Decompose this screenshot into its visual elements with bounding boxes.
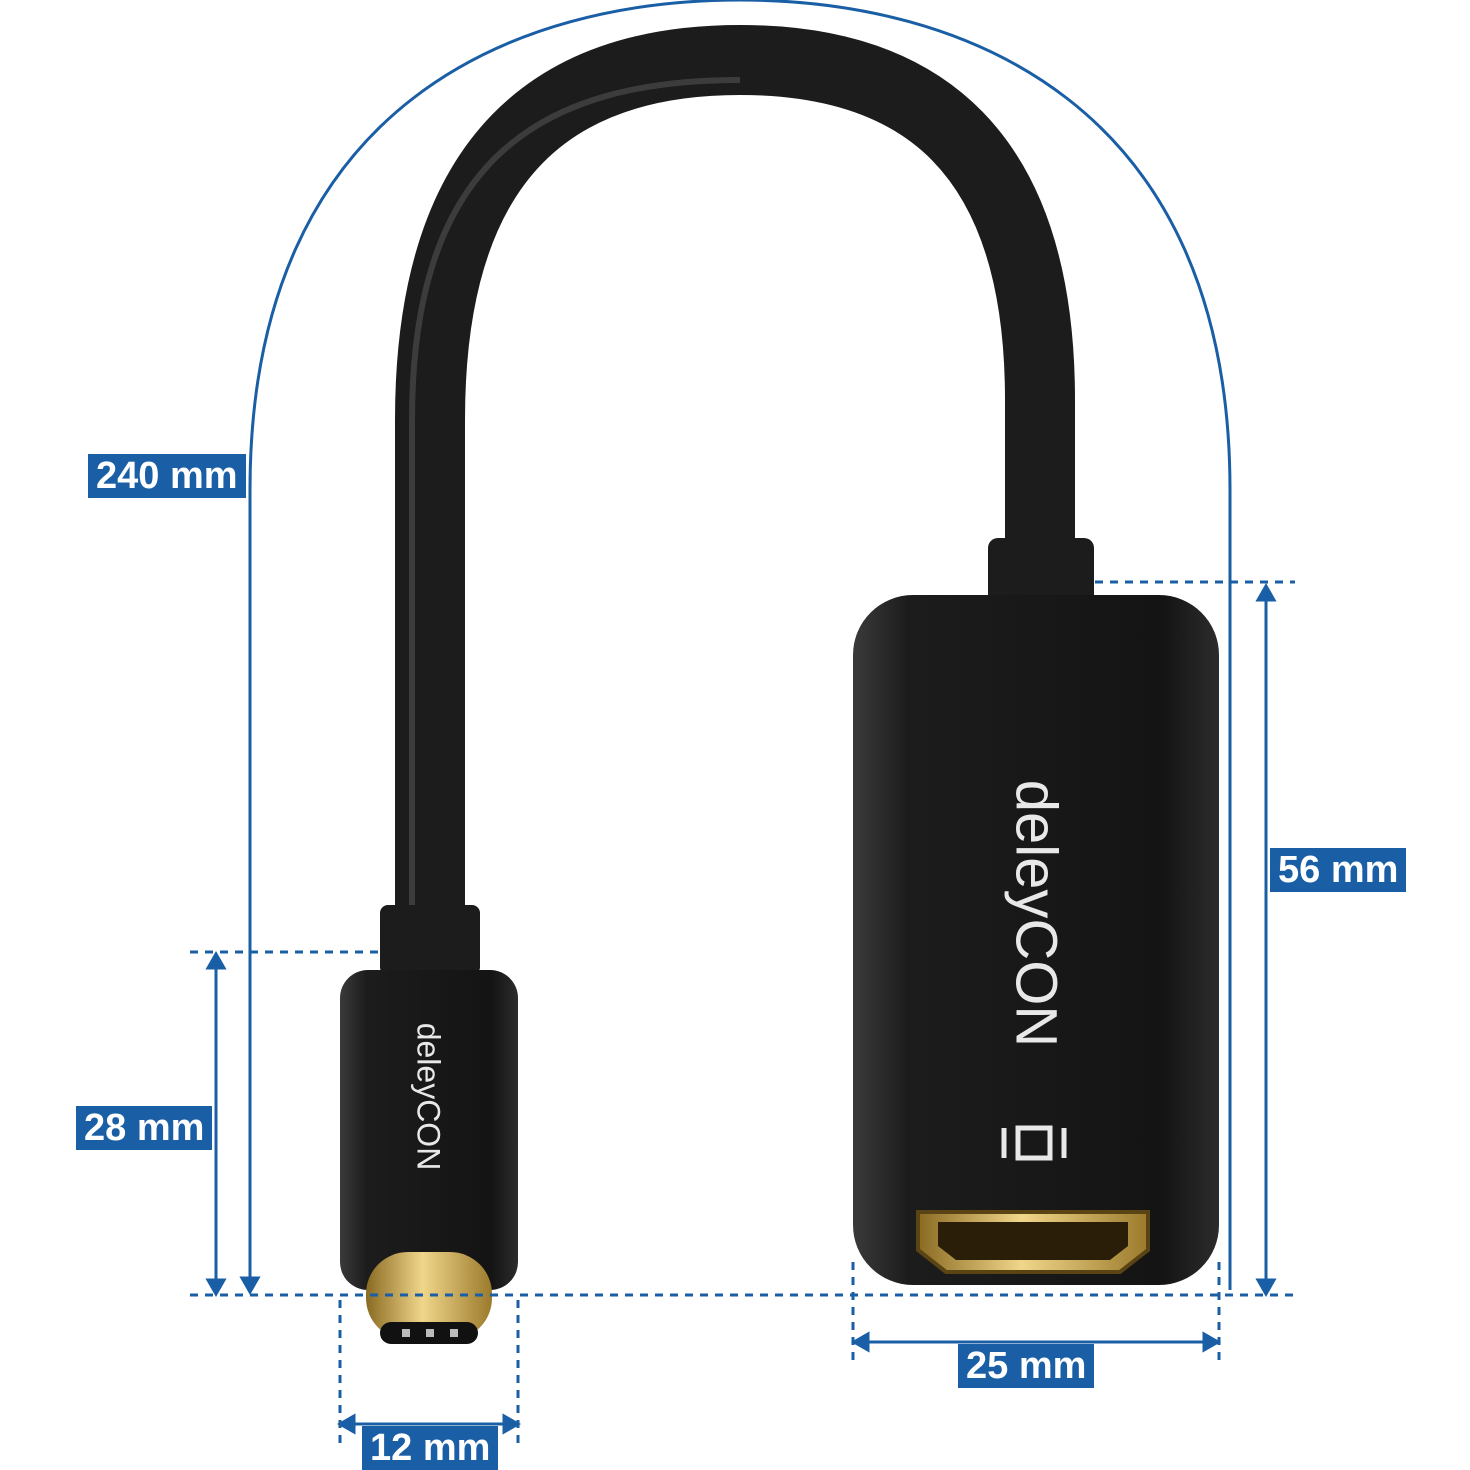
total-length-outline [248,0,1232,1290]
usbc-connector-body [340,970,518,1290]
hdmi-strain-relief [988,538,1094,608]
hdmi-port-icon [1001,1125,1067,1161]
hdmi-adapter-body [853,595,1219,1285]
usbc-plug [366,1252,492,1340]
total-length-label: 240 mm [88,454,246,498]
cable [395,24,1075,965]
hdmi-width-label: 25 mm [958,1344,1095,1388]
usbc-strain-relief [380,905,480,975]
usbc-width-label: 12 mm [362,1426,499,1470]
hdmi-length-label: 56 mm [1270,848,1407,892]
usbc-length-label: 28 mm [76,1106,213,1150]
usbc-brand-logo: deleyCON [410,1022,447,1171]
hdmi-brand-logo: deleyCON [1003,779,1069,1048]
